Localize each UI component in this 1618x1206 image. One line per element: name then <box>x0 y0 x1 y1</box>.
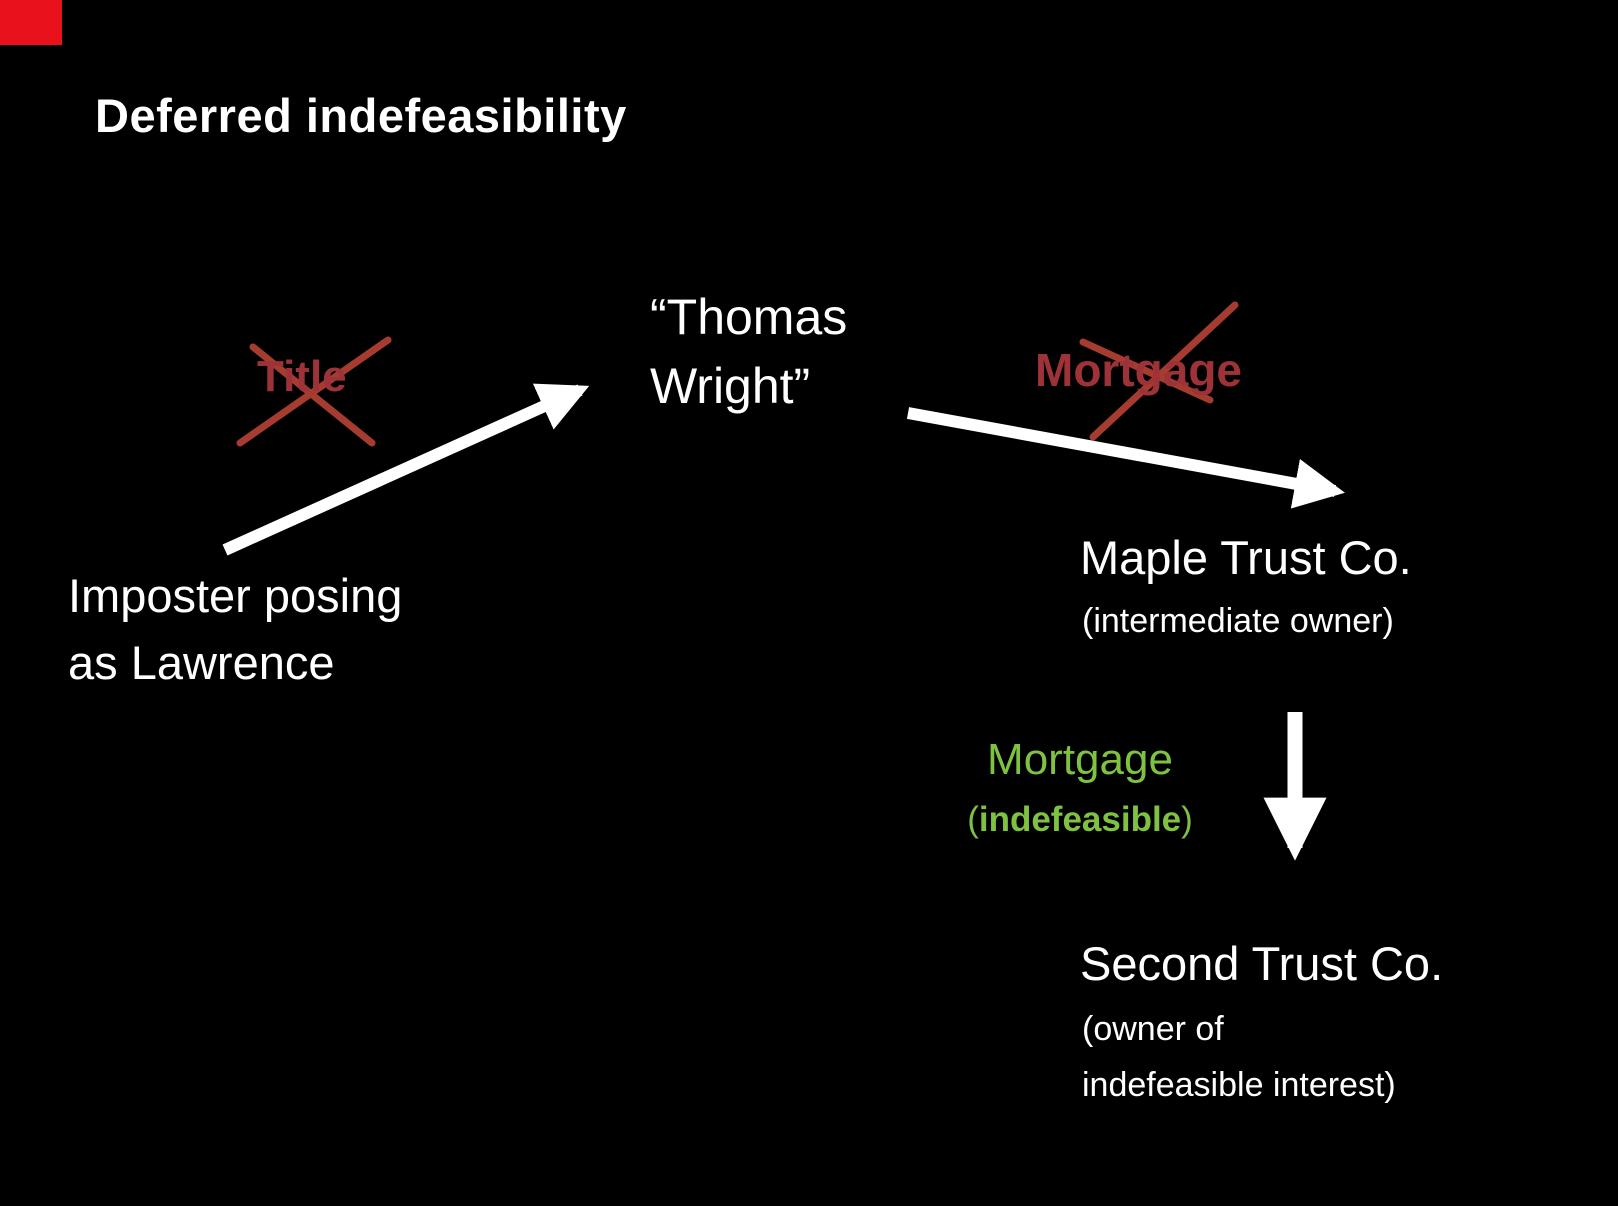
node-thomas-wright: “Thomas Wright” <box>650 283 847 421</box>
label-mortgage-indefeasible-subtitle: (indefeasible) <box>915 800 1245 840</box>
label-mortgage-indefeasible-title: Mortgage <box>987 735 1173 784</box>
node-second-trust-name: Second Trust Co. <box>1080 937 1444 990</box>
node-maple-trust-role: (intermediate owner) <box>1082 602 1394 640</box>
node-imposter-line2: as Lawrence <box>68 635 335 689</box>
node-imposter: Imposter posing as Lawrence <box>68 563 402 696</box>
label-mortgage-crossed-out: Mortgage <box>1035 344 1242 396</box>
node-thomas-wright-line1: “Thomas <box>650 289 848 345</box>
node-imposter-line1: Imposter posing <box>68 569 403 622</box>
node-second-trust-role-line1: (owner of <box>1082 1010 1224 1048</box>
node-second-trust-role-line2: indefeasible interest) <box>1082 1066 1396 1104</box>
label-indefeasible-bold: indefeasible <box>978 800 1182 839</box>
node-thomas-wright-line2: Wright” <box>650 358 811 414</box>
label-title-crossed-out: Title <box>257 352 347 401</box>
paren-close: ) <box>1181 800 1193 839</box>
arrow-thomas-to-maple <box>906 407 1345 509</box>
arrow-imposter-to-thomas <box>222 383 590 556</box>
page-title: Deferred indefeasibility <box>95 89 627 142</box>
red-corner-marker <box>0 0 62 45</box>
label-mortgage-indefeasible: Mortgage (indefeasible) <box>915 738 1245 840</box>
paren-open: ( <box>967 800 979 839</box>
node-maple-trust-name: Maple Trust Co. <box>1080 531 1412 584</box>
